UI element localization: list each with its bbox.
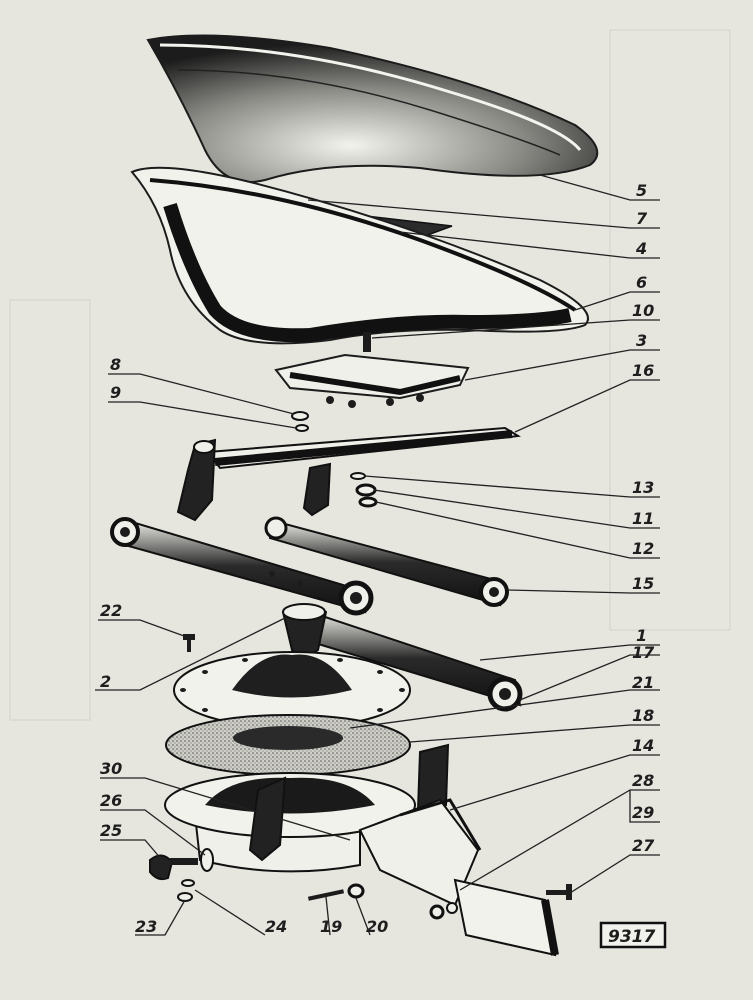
callout-16: 16: [632, 361, 654, 380]
callout-11: 11: [632, 509, 654, 528]
callout-28: 28: [632, 771, 654, 790]
upper-arm-part: [110, 517, 374, 616]
callout-2: 2: [100, 672, 111, 691]
callout-17: 17: [632, 643, 655, 662]
callout-19: 19: [320, 917, 342, 936]
knob-part: [281, 603, 328, 656]
callout-1: 1: [636, 626, 647, 645]
callout-29: 29: [632, 803, 654, 822]
seat-shell-part: [146, 34, 599, 183]
bolt-nut-part: [307, 883, 365, 901]
bolt-part: [183, 634, 195, 652]
boot-plate-part: [173, 651, 411, 729]
callout-9: 9: [110, 383, 121, 402]
tube-part: [358, 798, 559, 957]
bolt-right-part: [546, 884, 572, 900]
callout-25: 25: [100, 821, 122, 840]
seat-frame-part: [130, 166, 589, 345]
slide-rail-part: [176, 426, 522, 522]
callout-6: 6: [636, 273, 647, 292]
leader-lines: [95, 174, 660, 936]
callout-26: 26: [100, 791, 122, 810]
callout-14: 14: [632, 736, 654, 755]
callout-18: 18: [632, 706, 654, 725]
callout-3: 3: [636, 331, 647, 350]
figure-number-box: 9317: [599, 921, 667, 949]
callout-8: 8: [110, 355, 121, 374]
callout-15: 15: [632, 574, 654, 593]
felt-disc-part: [165, 714, 411, 776]
callout-27: 27: [632, 836, 655, 855]
rear-arm-part: [264, 516, 509, 607]
callout-4: 4: [635, 239, 647, 258]
callout-23: 23: [135, 917, 157, 936]
callout-22: 22: [100, 601, 122, 620]
callout-labels: 5 7 4 6 10 3 16 8 9 13 11 12 15 22 1 17 …: [100, 181, 655, 936]
base-housing-part: [164, 743, 450, 873]
callout-30: 30: [100, 759, 122, 778]
callout-24: 24: [265, 917, 287, 936]
callout-21: 21: [632, 673, 654, 692]
figure-number: 9317: [608, 927, 655, 947]
callout-10: 10: [632, 301, 654, 320]
callout-12: 12: [632, 539, 654, 558]
mounting-bracket-part: [274, 332, 470, 408]
callout-13: 13: [632, 478, 654, 497]
callout-5: 5: [636, 181, 647, 200]
callout-20: 20: [366, 917, 388, 936]
callout-7: 7: [636, 209, 648, 228]
lower-arm-part: [303, 610, 523, 712]
